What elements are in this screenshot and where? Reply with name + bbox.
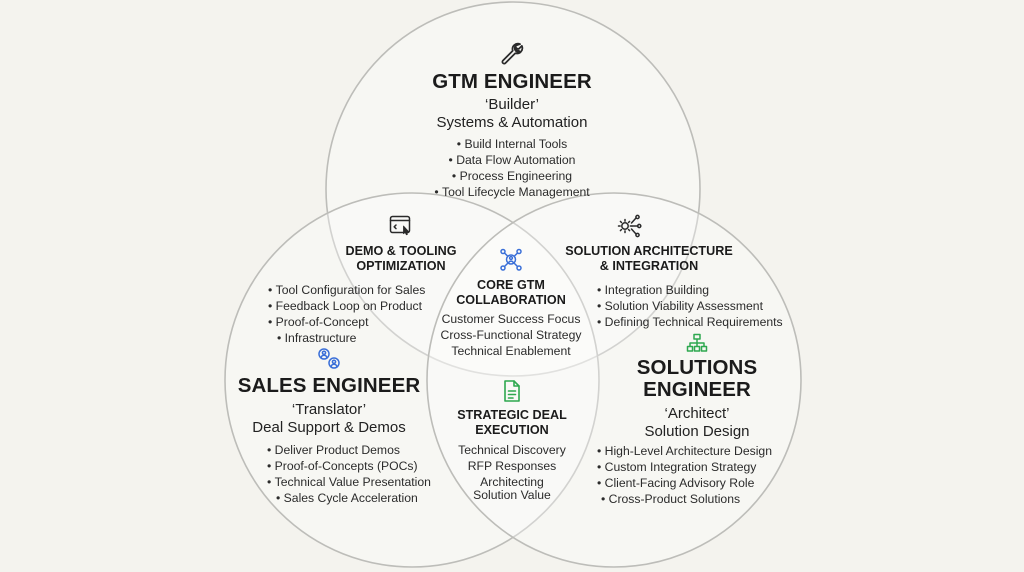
list-item: Deliver Product Demos <box>267 442 431 458</box>
list-item: Proof-of-Concept <box>268 314 425 330</box>
hierarchy-icon <box>686 333 708 353</box>
solutions-engineer-title-line1: SOLUTIONS <box>636 356 758 379</box>
gtm-engineer-list: Build Internal Tools Data Flow Automatio… <box>432 136 592 200</box>
sales-engineer-role: ‘Translator’ <box>291 401 367 418</box>
list-item: Integration Building <box>597 282 783 298</box>
list-item: Architecting <box>480 475 544 489</box>
core-gtm-title-line2: COLLABORATION <box>456 293 566 307</box>
users-icon <box>316 347 342 371</box>
list-item: Cross-Product Solutions <box>597 491 772 507</box>
list-item-continuation: Infrastructure <box>268 330 425 346</box>
gtm-engineer-block: GTM ENGINEER ‘Builder’ Systems & Automat… <box>432 71 592 200</box>
list-item: High-Level Architecture Design <box>597 443 772 459</box>
list-item: Build Internal Tools <box>432 136 592 152</box>
list-item: Technical Value Presentation <box>267 474 431 490</box>
demo-tooling-block: DEMO & TOOLING OPTIMIZATION <box>345 244 456 274</box>
list-item: Cross-Functional Strategy <box>440 328 582 342</box>
solution-architecture-list: Integration Building Solution Viability … <box>597 282 783 330</box>
sales-engineer-list: Deliver Product Demos Proof-of-Concepts … <box>267 442 431 506</box>
team-hub-icon <box>498 247 524 273</box>
solutions-engineer-list: High-Level Architecture Design Custom In… <box>597 443 772 507</box>
gtm-engineer-subtitle: Systems & Automation <box>436 114 588 131</box>
solutions-engineer-block: SOLUTIONS ENGINEER ‘Architect’ Solution … <box>637 357 758 441</box>
demo-tooling-list: Tool Configuration for Sales Feedback Lo… <box>268 282 426 346</box>
demo-tooling-title-line1: DEMO & TOOLING <box>345 244 457 258</box>
strategic-deal-title-line2: EXECUTION <box>475 423 549 437</box>
sales-engineer-subtitle: Deal Support & Demos <box>252 419 406 436</box>
list-item: Technical Enablement <box>451 344 571 358</box>
solution-architecture-title-line2: & INTEGRATION <box>599 259 699 273</box>
demo-tooling-title-line2: OPTIMIZATION <box>356 259 446 273</box>
list-item: Feedback Loop on Product <box>268 298 425 314</box>
list-item: Custom Integration Strategy <box>597 459 772 475</box>
gtm-engineer-title: GTM ENGINEER <box>432 70 592 93</box>
list-item: Tool Configuration for Sales <box>268 282 426 298</box>
strategic-deal-title-line1: STRATEGIC DEAL <box>457 408 567 422</box>
strategic-deal-block: STRATEGIC DEAL EXECUTION Technical Disco… <box>457 408 567 502</box>
list-item: Process Engineering <box>432 168 592 184</box>
document-icon <box>502 379 522 403</box>
list-item: Sales Cycle Acceleration <box>267 490 431 506</box>
solutions-engineer-role: ‘Architect’ <box>664 405 730 422</box>
gtm-engineer-role: ‘Builder’ <box>485 96 539 113</box>
list-item: Technical Discovery <box>458 443 566 457</box>
solution-architecture-title-line1: SOLUTION ARCHITECTURE <box>565 244 733 258</box>
network-gear-icon <box>616 214 642 238</box>
list-item: Customer Success Focus <box>441 312 581 326</box>
sales-engineer-title: SALES ENGINEER <box>237 374 421 397</box>
solution-architecture-block: SOLUTION ARCHITECTURE & INTEGRATION <box>565 244 732 274</box>
list-item: RFP Responses <box>467 459 557 473</box>
solutions-engineer-title-line2: ENGINEER <box>643 378 751 401</box>
strategic-deal-list: Technical Discovery RFP Responses Archit… <box>457 442 567 502</box>
list-item: Client-Facing Advisory Role <box>597 475 772 491</box>
list-item: Solution Value <box>473 488 551 502</box>
browser-cursor-icon <box>389 215 413 237</box>
wrench-icon <box>499 40 525 66</box>
core-gtm-list: Customer Success Focus Cross-Functional … <box>441 311 582 359</box>
list-item: Data Flow Automation <box>432 152 592 168</box>
list-item: Proof-of-Concepts (POCs) <box>267 458 431 474</box>
list-item: Tool Lifecycle Management <box>432 184 592 200</box>
list-item: Defining Technical Requirements <box>597 314 783 330</box>
sales-engineer-block: SALES ENGINEER ‘Translator’ Deal Support… <box>238 375 421 437</box>
list-item: Solution Viability Assessment <box>597 298 783 314</box>
solutions-engineer-subtitle: Solution Design <box>644 423 750 440</box>
core-gtm-title-line1: CORE GTM <box>477 278 545 292</box>
core-gtm-block: CORE GTM COLLABORATION Customer Success … <box>441 278 582 359</box>
